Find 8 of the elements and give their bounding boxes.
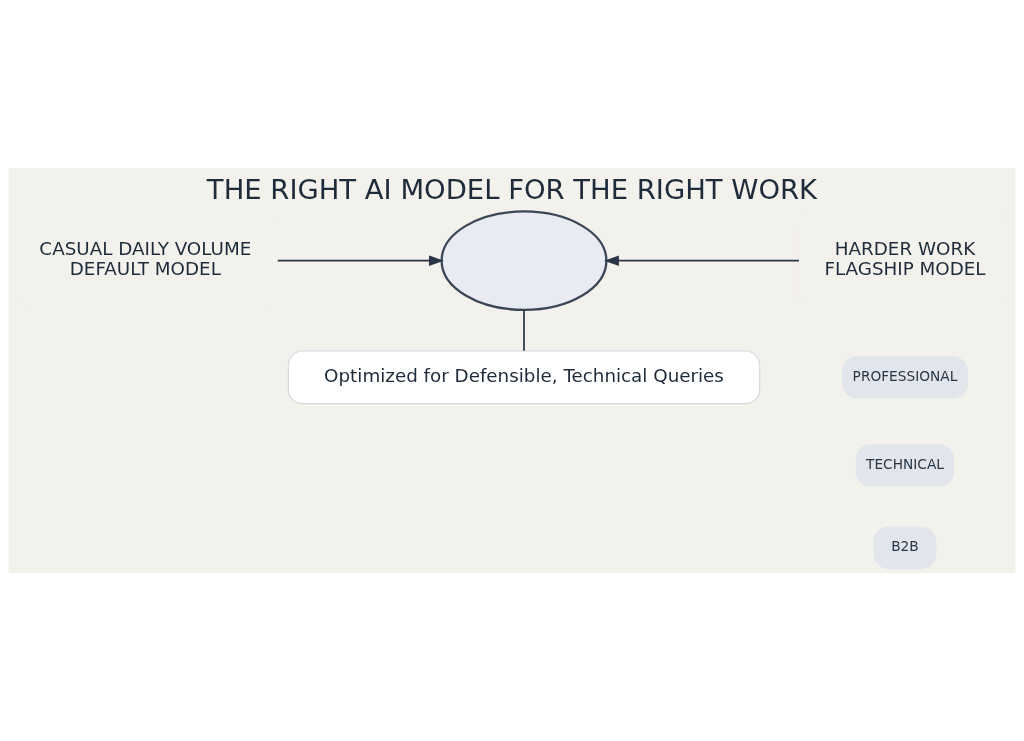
diagram-title: THE RIGHT AI MODEL FOR THE RIGHT WORK: [206, 174, 818, 206]
connector: [523, 309, 525, 352]
node-box: Optimized for Defensible, Technical Queries: [287, 350, 761, 405]
node-text: CASUAL DAILY VOLUME DEFAULT MODEL: [39, 237, 252, 280]
arrow: [276, 255, 444, 266]
node-cloud: [440, 210, 608, 311]
arrow: [604, 255, 800, 266]
node-text: HARDER WORK FLAGSHIP MODEL: [824, 237, 986, 280]
